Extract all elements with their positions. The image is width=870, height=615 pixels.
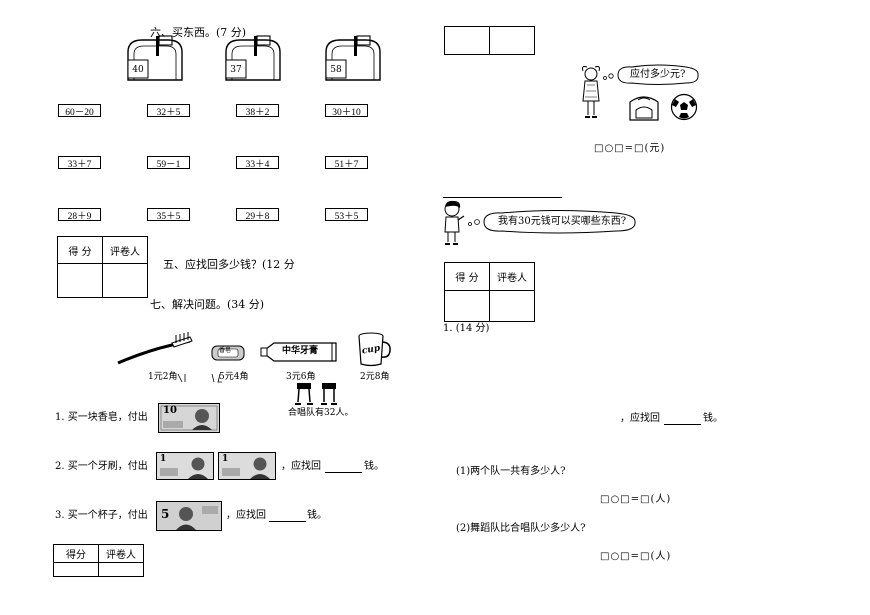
score-cell[interactable] (54, 563, 99, 576)
score-table: 得 分 评卷人 (444, 262, 535, 322)
soccer-ball-image (670, 93, 698, 121)
expression-box: 32＋5 (147, 104, 190, 118)
choir-text: 合唱队有32人。 (288, 408, 354, 418)
choir-figures (294, 382, 342, 406)
reviewer-header: 评卷人 (99, 545, 143, 563)
banknote-1 (156, 452, 214, 480)
price-label: 5元4角 (219, 372, 249, 382)
equation-template[interactable]: □○□=□(元) (594, 143, 666, 154)
divider (443, 197, 562, 198)
banknote-value: 1 (160, 454, 167, 464)
price-label: 2元8角 (360, 372, 390, 382)
equation-template[interactable]: □○□=□(人) (600, 494, 672, 505)
sub-question-1: (1)两个队一共有多少人? (456, 466, 566, 477)
toothpaste-image (260, 340, 338, 364)
score-table (444, 26, 535, 55)
speech-bubble (602, 64, 700, 86)
part-label: 1. (14 分) (443, 323, 490, 334)
cup-image (356, 331, 392, 367)
boy-figure (440, 200, 466, 246)
expression-box: 28＋9 (58, 208, 101, 222)
speech-text: 我有30元钱可以买哪些东西? (498, 216, 627, 227)
score-table: 得 分 评卷人 (57, 236, 148, 298)
speech-text: 应付多少元? (630, 69, 686, 80)
reviewer-cell[interactable] (99, 563, 143, 576)
soap-image (211, 344, 245, 362)
section-title: 五、应找回多少钱？(12 分 (163, 258, 295, 271)
equation-template[interactable]: □○□=□(人) (600, 551, 672, 562)
section-title: 六、买东西。(7 分) (150, 26, 247, 39)
question-2: 2. 买一个牙刷，付出 (55, 461, 148, 472)
mailbox-number: 40 (132, 65, 144, 75)
expression-box: 33＋4 (236, 156, 279, 170)
backpack-image (626, 92, 662, 122)
banknote-10 (158, 403, 220, 433)
return-prefix: ，应找回 (620, 413, 660, 424)
return-suffix: 钱。 (307, 510, 327, 521)
expression-box: 51＋7 (325, 156, 368, 170)
speech-bubble (466, 209, 638, 235)
reviewer-cell[interactable] (490, 291, 534, 321)
score-header: 得 分 (445, 263, 490, 291)
expression-box: 53＋5 (325, 208, 368, 222)
section-title: 七、解决问题。(34 分) (150, 298, 265, 311)
soap-label: 香皂 (219, 347, 232, 354)
score-cell[interactable] (445, 291, 490, 321)
banknote-5 (156, 501, 222, 531)
mailbox-number: 58 (330, 65, 342, 75)
banknote-value: 5 (161, 507, 170, 521)
banknote-value: 1 (222, 454, 229, 464)
toothpaste-label: 中华牙膏 (282, 346, 319, 356)
answer-blank[interactable] (269, 521, 306, 522)
score-header: 得 分 (58, 237, 103, 264)
expression-box: 35＋5 (147, 208, 190, 222)
question-1: 1. 买一块香皂，付出 (55, 412, 148, 423)
return-prefix: ，应找回 (281, 461, 321, 472)
return-prefix: ，应找回 (226, 510, 266, 521)
girl-figure (579, 65, 603, 121)
expression-box: 30＋10 (325, 104, 368, 118)
answer-blank[interactable] (325, 472, 362, 473)
expression-box: 38＋2 (236, 104, 279, 118)
sub-question-2: (2)舞蹈队比合唱队少多少人? (456, 523, 586, 534)
mailbox-number: 37 (230, 65, 242, 75)
score-table: 得分 评卷人 (53, 544, 144, 577)
expression-box: 59－1 (147, 156, 190, 170)
return-suffix: 钱。 (703, 413, 723, 424)
price-label: 3元6角 (286, 372, 316, 382)
score-cell[interactable] (445, 27, 490, 54)
question-3: 3. 买一个杯子，付出 (55, 510, 148, 521)
reviewer-header: 评卷人 (490, 263, 534, 291)
score-header: 得分 (54, 545, 99, 563)
banknote-1 (218, 452, 276, 480)
banknote-value: 10 (163, 405, 177, 416)
answer-blank[interactable] (664, 424, 701, 425)
expression-box: 33＋7 (58, 156, 101, 170)
decorative-mark (176, 372, 226, 384)
expression-box: 29＋8 (236, 208, 279, 222)
mailbox-58 (320, 34, 386, 82)
mailbox-40 (122, 34, 188, 82)
reviewer-header: 评卷人 (103, 237, 147, 264)
reviewer-cell[interactable] (103, 264, 147, 297)
score-cell[interactable] (58, 264, 103, 297)
reviewer-cell[interactable] (490, 27, 534, 54)
return-suffix: 钱。 (364, 461, 384, 472)
toothbrush-image (116, 331, 194, 367)
expression-box: 60－20 (58, 104, 101, 118)
price-label: 1元2角 (148, 372, 178, 382)
mailbox-37 (220, 34, 286, 82)
